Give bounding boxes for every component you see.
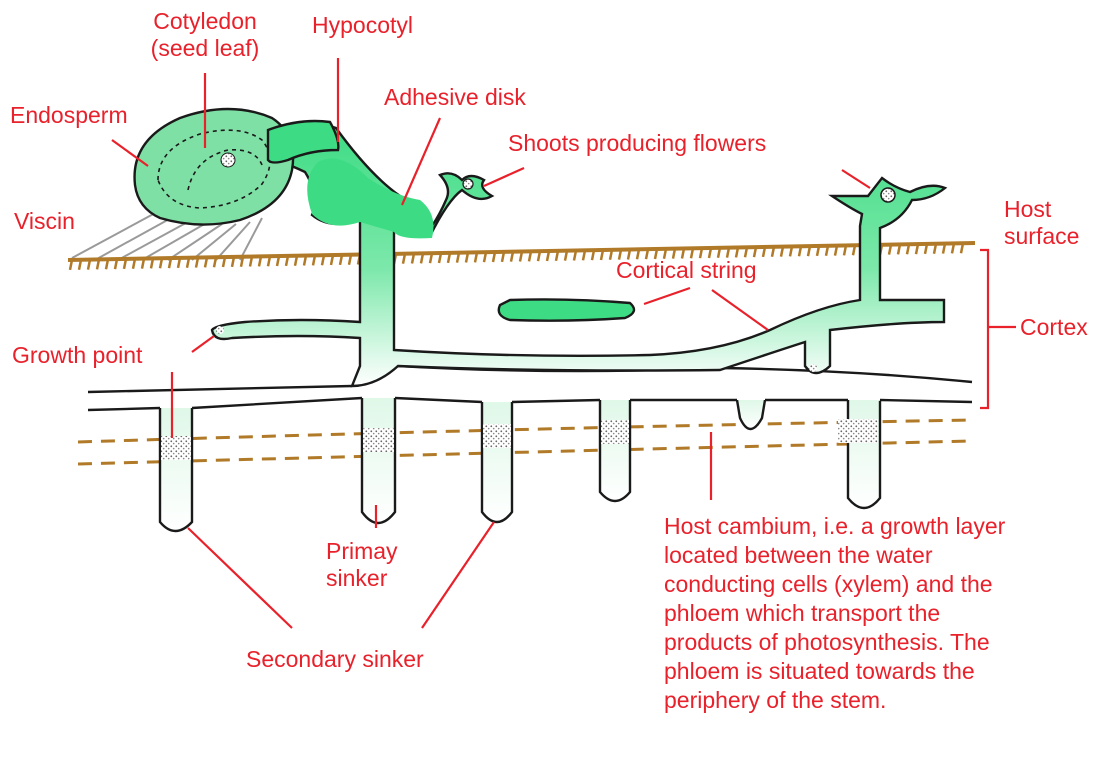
left-shoot-flower-bud xyxy=(463,179,473,189)
sinker-bud xyxy=(737,400,765,429)
secondary-sinker-left xyxy=(160,408,192,531)
primary-sinker-label-line1: Primay xyxy=(326,538,398,565)
cortex-bracket xyxy=(980,250,988,408)
growth-point-label: Growth point xyxy=(12,342,142,369)
secondary-sinker-leader-right xyxy=(422,522,494,628)
cambium-line: located between the water xyxy=(664,541,1005,570)
main-cortical-strand xyxy=(88,366,972,410)
viscin-label: Viscin xyxy=(14,208,75,235)
sinker-short xyxy=(600,400,630,501)
host-surface-label-line1: Host xyxy=(1004,196,1079,223)
host-cambium-description: Host cambium, i.e. a growth layer locate… xyxy=(664,512,1005,715)
cortical-string-leader-2 xyxy=(712,290,768,330)
growth-point-tip xyxy=(216,326,224,334)
cortical-string-leader-1 xyxy=(644,288,690,304)
adhesive-disk-leader xyxy=(402,118,440,205)
hypocotyl-label: Hypocotyl xyxy=(312,12,413,39)
cotyledon-label: Cotyledon (seed leaf) xyxy=(130,8,280,62)
right-shoot-flower-bud xyxy=(881,188,895,202)
host-surface-line xyxy=(68,243,975,270)
secondary-sinker-leader-left xyxy=(188,528,292,628)
cortical-string-label: Cortical string xyxy=(616,257,757,284)
cotyledon-label-line1: Cotyledon xyxy=(130,8,280,35)
cortical-string-segment xyxy=(499,299,634,320)
primary-sinker-label-line2: sinker xyxy=(326,565,398,592)
shoots-label: Shoots producing flowers xyxy=(508,130,766,157)
cambium-line: phloem is situated towards the xyxy=(664,657,1005,686)
cortex-label: Cortex xyxy=(1020,314,1088,341)
endosperm-label: Endosperm xyxy=(10,102,128,129)
shoots-leader-left xyxy=(484,168,524,186)
adhesive-disk-label: Adhesive disk xyxy=(384,84,526,111)
cortical-bud-tip xyxy=(809,364,817,372)
sinker-right xyxy=(848,400,880,508)
primary-sinker xyxy=(362,398,395,523)
host-surface-label: Host surface xyxy=(1004,196,1079,250)
cambium-line: periphery of the stem. xyxy=(664,686,1005,715)
cambium-line: products of photosynthesis. The xyxy=(664,628,1005,657)
secondary-sinker-middle xyxy=(482,402,512,522)
cambium-line: conducting cells (xylem) and the xyxy=(664,570,1005,599)
host-surface-label-line2: surface xyxy=(1004,223,1079,250)
host-cambium-lines xyxy=(78,420,970,464)
primary-sinker-label: Primay sinker xyxy=(326,538,398,592)
growth-point-leader xyxy=(192,336,214,352)
secondary-sinker-label: Secondary sinker xyxy=(246,646,424,673)
cambium-line: phloem which transport the xyxy=(664,599,1005,628)
shoots-leader-right xyxy=(842,170,870,188)
cambium-line: Host cambium, i.e. a growth layer xyxy=(664,512,1005,541)
cotyledon-label-line2: (seed leaf) xyxy=(130,35,280,62)
